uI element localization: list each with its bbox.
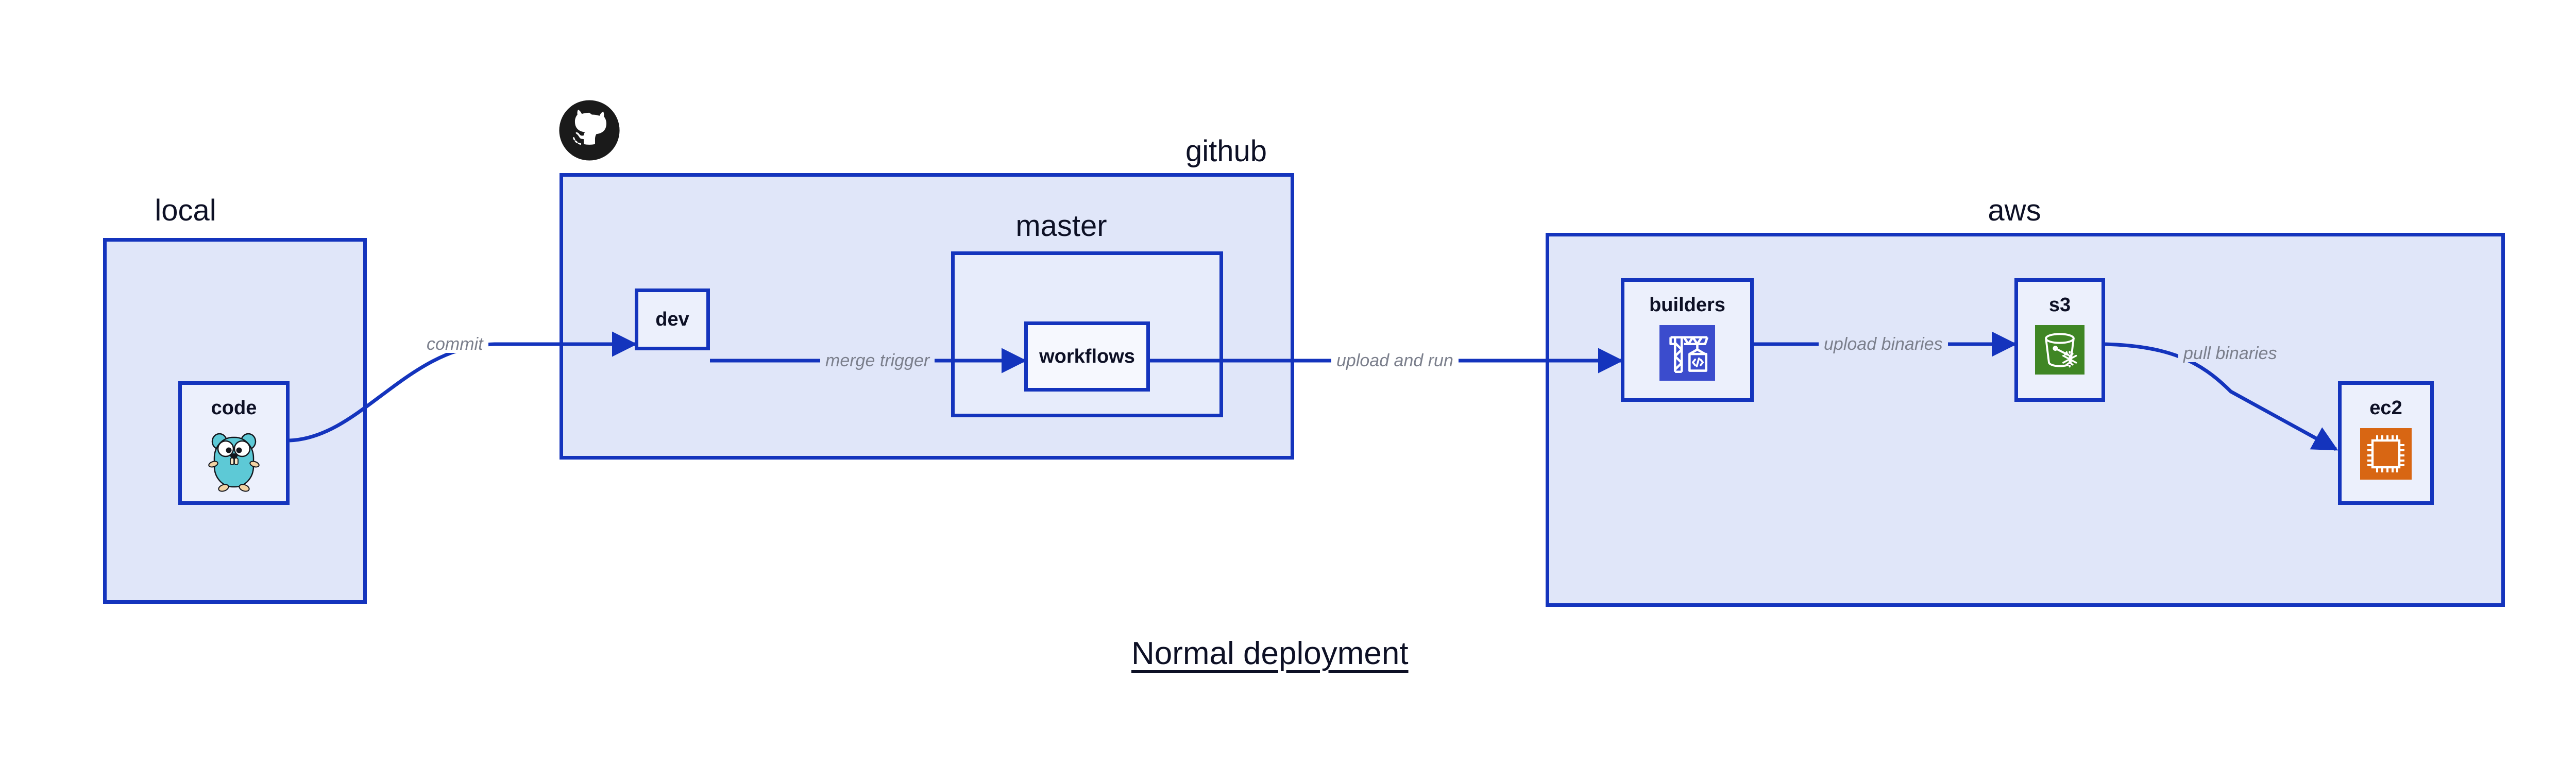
node-code-label: code	[211, 397, 257, 419]
node-builders[interactable]: builders	[1621, 278, 1754, 402]
diagram-title: Normal deployment	[1131, 636, 1409, 671]
node-code[interactable]: code	[178, 381, 290, 505]
zone-label-aws: aws	[1988, 194, 2041, 227]
edge-label-pull-binaries: pull binaries	[2178, 345, 2282, 362]
edge-label-merge-trigger: merge trigger	[820, 352, 935, 369]
node-dev-label: dev	[655, 309, 689, 330]
node-workflows-label: workflows	[1039, 346, 1135, 367]
github-octocat-logo	[558, 99, 621, 162]
node-ec2[interactable]: ec2	[2338, 381, 2434, 505]
node-dev[interactable]: dev	[635, 288, 710, 350]
node-ec2-label: ec2	[2369, 397, 2402, 419]
aws-codebuild-icon	[1659, 325, 1715, 383]
edge-label-upload-and-run: upload and run	[1331, 352, 1459, 369]
zone-label-master: master	[1015, 209, 1107, 243]
node-workflows[interactable]: workflows	[1024, 321, 1150, 392]
node-builders-label: builders	[1649, 294, 1725, 316]
edge-label-upload-binaries: upload binaries	[1819, 335, 1948, 353]
aws-ec2-icon	[2360, 428, 2412, 482]
node-s3-label: s3	[2048, 294, 2071, 316]
aws-s3-glacier-icon	[2035, 325, 2084, 377]
go-gopher-icon	[206, 428, 262, 497]
zone-label-local: local	[155, 194, 216, 227]
edge-label-commit: commit	[421, 335, 488, 353]
zone-label-github: github	[1185, 134, 1267, 168]
node-s3[interactable]: s3	[2014, 278, 2105, 402]
